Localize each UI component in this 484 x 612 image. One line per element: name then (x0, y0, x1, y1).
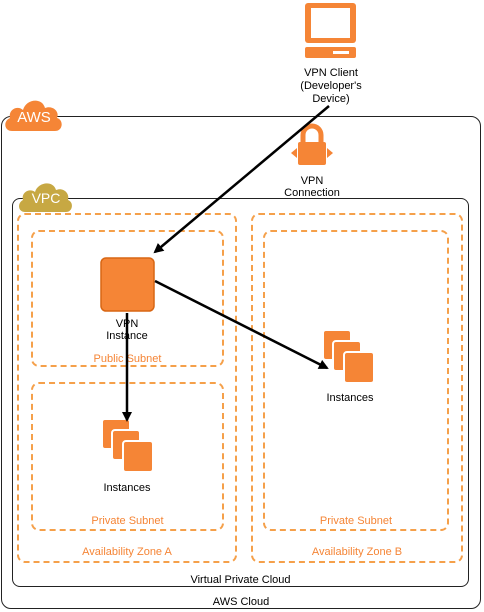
arrow-client-to-vpn-instance (153, 105, 330, 254)
arrow-vpn-instance-to-instances-b (154, 279, 329, 370)
availability-zone-a (17, 213, 237, 563)
private-subnet-b (263, 230, 449, 531)
private-subnet-a-label: Private Subnet (91, 515, 164, 527)
availability-zone-a-label: Availability Zone A (82, 546, 172, 558)
aws-badge-label: AWS (17, 109, 51, 126)
laptop-icon (305, 3, 356, 58)
instance-icon (100, 257, 155, 312)
vpc-cloud-icon (19, 183, 72, 212)
vpc-label: Virtual Private Cloud (190, 574, 291, 586)
padlock-icon (291, 123, 333, 165)
vpc-container (12, 198, 469, 587)
availability-zone-b-label: Availability Zone B (311, 546, 403, 558)
vpn-connection-label-1: VPN (300, 175, 324, 187)
aws-cloud-container (1, 116, 481, 609)
vpn-client-label-1: VPN Client (304, 67, 358, 79)
vpn-client-label-2: (Developer's (300, 80, 362, 92)
availability-zone-b (251, 213, 463, 563)
aws-cloud-icon (5, 100, 62, 131)
private-subnet-b-label: Private Subnet (319, 515, 393, 527)
vpn-client-label-3: Device) (312, 93, 350, 105)
instances-a-label: Instances (103, 482, 151, 494)
instances-b-label: Instances (326, 392, 374, 404)
instances-stack-icon (101, 418, 154, 473)
vpc-badge-label: VPC (31, 190, 61, 206)
vpn-connection-label-2: Connection (284, 187, 340, 199)
aws-cloud-label: AWS Cloud (212, 596, 270, 608)
instances-stack-icon (322, 329, 375, 384)
